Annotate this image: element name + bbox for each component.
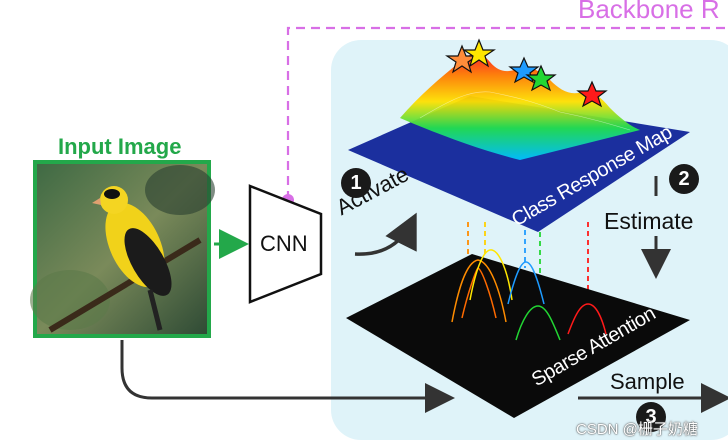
input-image-border (33, 160, 211, 338)
backbone-title: Backbone R (578, 0, 720, 24)
input-image-label: Input Image (58, 134, 182, 159)
attention-peaks (451, 249, 607, 341)
estimate-label: Estimate (604, 208, 694, 234)
step-2-badge: 2 (669, 164, 699, 194)
watermark: CSDN @栅子奶糖 (576, 421, 698, 438)
step-1-badge: 1 (341, 168, 371, 198)
step-3-badge: 3 (636, 402, 666, 432)
cnn-label: CNN (260, 231, 308, 256)
backbone-dashed-line (286, 26, 728, 200)
sample-label: Sample (610, 369, 685, 394)
activate-arrow (354, 212, 417, 256)
cnn-block (248, 184, 323, 304)
bird-photo (30, 164, 215, 334)
class-response-surface (400, 53, 640, 160)
image-to-sample-arrow (120, 340, 455, 413)
star-icon (445, 38, 608, 108)
